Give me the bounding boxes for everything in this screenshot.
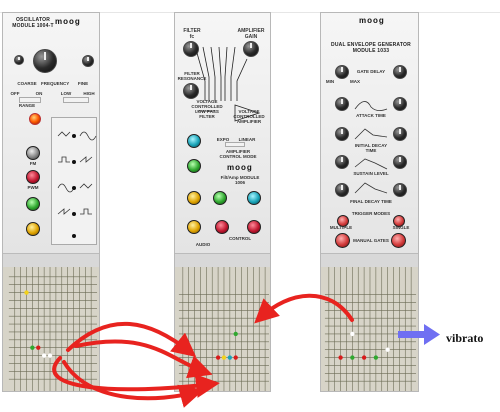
green-button-1[interactable]: [187, 159, 201, 173]
manual-gate-button-right[interactable]: [391, 233, 406, 248]
oscillator-title: OSCILLATOR MODULE 1004-T: [12, 17, 54, 29]
coarse-frequency-knob[interactable]: [33, 49, 57, 73]
range-label: RANGE: [18, 103, 36, 108]
high-label: HIGH: [83, 91, 95, 96]
expo-label: EXPO: [216, 137, 230, 142]
attack-time-knob-right[interactable]: [393, 97, 407, 111]
filter-amp-jack-row: [175, 253, 270, 268]
power-indicator-light: [29, 113, 41, 125]
oscillator-matrix-grid: [8, 267, 98, 391]
vcf-label: VOLTAGE CONTROLLED LOW PASS FILTER: [191, 99, 223, 119]
waveform-icons: [57, 131, 97, 238]
linear-label: LINEAR: [238, 137, 256, 142]
oscillator-panel: moog OSCILLATOR MODULE 1004-T COARSE FRE…: [3, 13, 99, 253]
manual-gates-label: MANUAL GATES: [353, 238, 389, 243]
sync-switch[interactable]: [19, 97, 41, 103]
envelope-patch-matrix[interactable]: [321, 267, 418, 391]
gain-label: GAIN: [244, 34, 258, 40]
filter-amp-panel: FILTER fc AMPLIFIER GAIN FILTER RESONANC…: [175, 13, 270, 253]
fm-button[interactable]: [26, 146, 40, 160]
filter-amp-module: FILTER fc AMPLIFIER GAIN FILTER RESONANC…: [174, 12, 271, 392]
yellow-button-1[interactable]: [187, 191, 201, 205]
oscillator-patch-matrix[interactable]: [3, 267, 99, 391]
range-switch[interactable]: [63, 97, 89, 103]
sustain-level-knob-right[interactable]: [393, 155, 407, 169]
attack-time-label: ATTACK TIME: [356, 113, 386, 118]
audio-label: AUDIO: [195, 242, 211, 247]
envelope-module: moog DUAL ENVELOPE GENERATOR MODULE 1033…: [320, 12, 419, 392]
final-decay-knob-right[interactable]: [393, 183, 407, 197]
initial-decay-label: INITIAL DECAY TIME: [354, 143, 388, 153]
control-mode-label: AMPLIFIER CONTROL MODE: [219, 149, 257, 159]
filter-resonance-knob[interactable]: [183, 83, 199, 99]
filter-amp-signal-diagram: [196, 46, 261, 122]
cyan-button-1[interactable]: [187, 134, 201, 148]
final-decay-knob-left[interactable]: [335, 183, 349, 197]
control-mode-switch[interactable]: [225, 142, 245, 147]
final-decay-label: FINAL DECAY TIME: [350, 199, 392, 204]
min-label: MIN: [325, 79, 335, 84]
filter-cutoff-knob[interactable]: [183, 41, 199, 57]
moog-logo: moog: [55, 17, 81, 26]
manual-gate-button-left[interactable]: [335, 233, 350, 248]
yellow-output-button[interactable]: [26, 222, 40, 236]
gate-delay-knob-left[interactable]: [335, 65, 349, 79]
red-button-1[interactable]: [215, 220, 229, 234]
vca-label: VOLTAGE CONTROLLED AMPLIFIER: [233, 109, 265, 124]
envelope-panel: moog DUAL ENVELOPE GENERATOR MODULE 1033…: [321, 13, 418, 253]
resonance-label: FILTER RESONANCE: [177, 71, 207, 81]
waveform-panel: [51, 117, 97, 245]
single-label: SINGLE: [392, 225, 410, 230]
amplifier-gain-knob[interactable]: [243, 41, 259, 57]
module-number-label: Filt/Amp MODULE 1006: [220, 175, 260, 185]
initial-decay-knob-left[interactable]: [335, 127, 349, 141]
filter-fc-label: fc: [189, 34, 195, 40]
attack-time-knob-left[interactable]: [335, 97, 349, 111]
gate-delay-label: GATE DELAY: [356, 69, 386, 74]
red-button-2[interactable]: [247, 220, 261, 234]
green-output-button[interactable]: [26, 197, 40, 211]
oscillator-jack-row: [3, 253, 99, 268]
pwm-button[interactable]: [26, 170, 40, 184]
sustain-level-label: SUSTAIN LEVEL: [353, 171, 389, 176]
max-label: MAX: [350, 79, 360, 84]
yellow-button-2[interactable]: [187, 220, 201, 234]
frequency-label: FREQUENCY: [41, 81, 70, 86]
moog-logo: moog: [227, 163, 253, 172]
gate-delay-knob-right[interactable]: [393, 65, 407, 79]
filter-amp-matrix-grid: [178, 267, 270, 391]
envelope-curve-icons: [354, 101, 388, 194]
range-knob-small[interactable]: [14, 55, 24, 65]
envelope-matrix-grid: [324, 267, 417, 391]
off-label: OFF: [10, 91, 20, 96]
fine-label: FINE: [77, 81, 89, 86]
envelope-jack-row: [321, 253, 418, 268]
multiple-label: MULTIPLE: [329, 225, 353, 230]
initial-decay-knob-right[interactable]: [393, 127, 407, 141]
low-label: LOW: [60, 91, 72, 96]
single-trigger-button[interactable]: [393, 215, 405, 227]
control-label: CONTROL: [228, 236, 252, 241]
fine-frequency-knob[interactable]: [82, 55, 94, 67]
vibrato-annotation: vibrato: [446, 331, 484, 345]
green-button-2[interactable]: [213, 191, 227, 205]
filter-amp-patch-matrix[interactable]: [175, 267, 270, 391]
on-label: ON: [35, 91, 43, 96]
sustain-level-knob-left[interactable]: [335, 155, 349, 169]
cyan-button-2[interactable]: [247, 191, 261, 205]
trigger-modes-label: TRIGGER MODES: [351, 211, 391, 216]
amplifier-label: AMPLIFIER: [237, 28, 265, 34]
envelope-title: DUAL ENVELOPE GENERATOR MODULE 1033: [331, 42, 411, 54]
filter-label: FILTER: [183, 28, 201, 34]
moog-logo: moog: [359, 16, 385, 25]
fm-label: FM: [29, 161, 37, 166]
oscillator-module: moog OSCILLATOR MODULE 1004-T COARSE FRE…: [2, 12, 100, 392]
multiple-trigger-button[interactable]: [337, 215, 349, 227]
pwm-label: PWM: [27, 185, 39, 190]
coarse-label: COARSE: [17, 81, 37, 86]
